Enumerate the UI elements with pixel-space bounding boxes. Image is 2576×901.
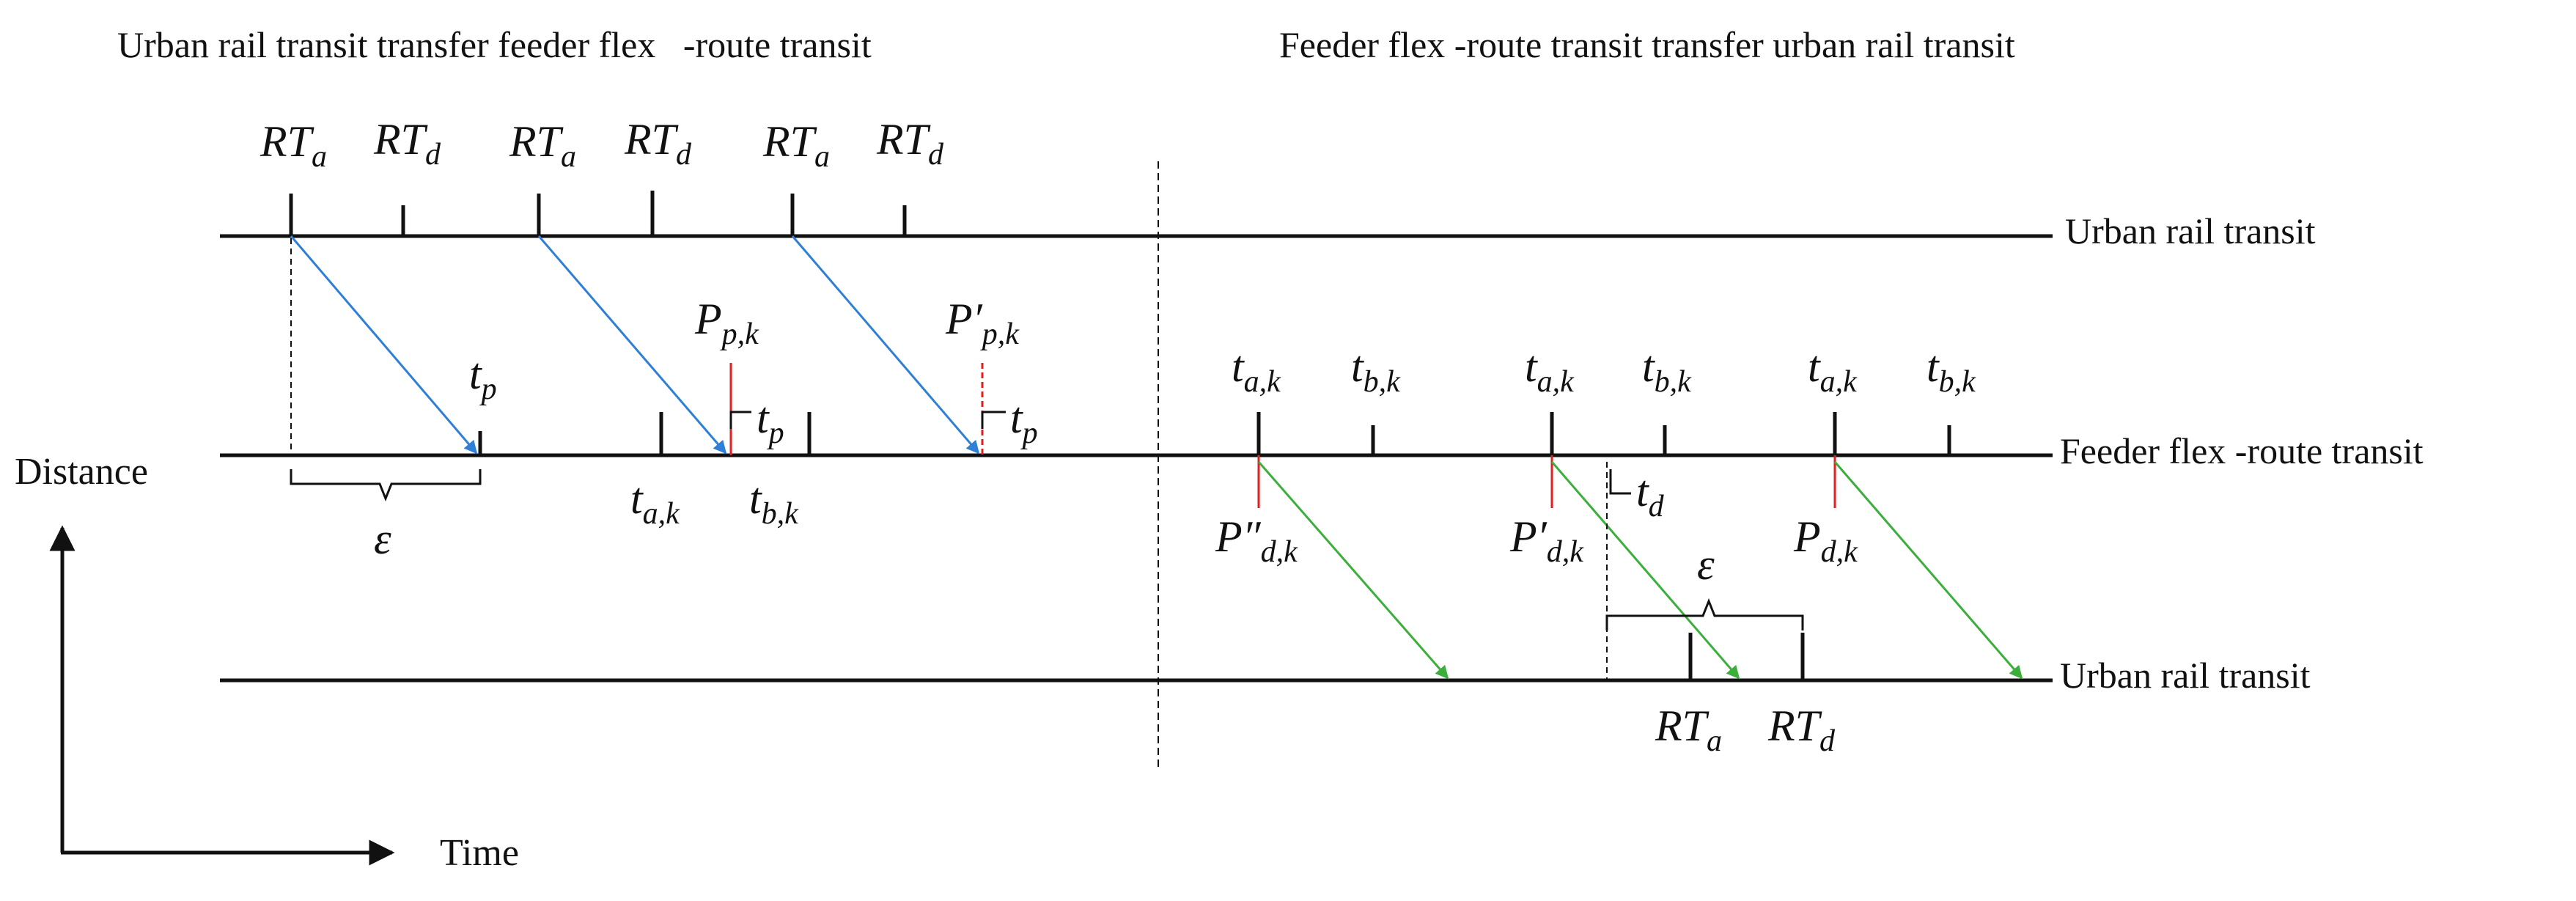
rt-d-label-bottom: RTd bbox=[1767, 702, 1836, 758]
tp-label-1: tp bbox=[469, 350, 497, 406]
epsilon-brace-left bbox=[290, 469, 482, 502]
p-pk-label: Pp,k bbox=[694, 295, 759, 351]
rt-d-label-2: RTd bbox=[624, 115, 692, 172]
lane-label-middle: Feeder flex -route transit bbox=[2060, 430, 2424, 471]
y-axis-label: Distance bbox=[15, 451, 148, 493]
lane-label-bottom: Urban rail transit bbox=[2060, 655, 2311, 696]
top-rail-ticks bbox=[289, 191, 907, 236]
tbk-label-r3: tb,k bbox=[1927, 342, 1976, 399]
tak-label-left: ta,k bbox=[630, 474, 680, 531]
dropoff-arrows bbox=[1257, 461, 2023, 680]
x-axis-label: Time bbox=[440, 832, 519, 874]
lane-label-top: Urban rail transit bbox=[2065, 210, 2316, 251]
dropoff-markers bbox=[1257, 455, 1836, 508]
td-label: td bbox=[1636, 467, 1665, 523]
rt-a-label-bottom: RTa bbox=[1655, 702, 1722, 758]
pickup-arrows bbox=[290, 235, 980, 455]
tak-label-r1: ta,k bbox=[1232, 342, 1281, 399]
tak-label-r3: ta,k bbox=[1808, 342, 1858, 399]
tp-bracket-2 bbox=[981, 411, 1006, 429]
rt-a-label-1: RTa bbox=[260, 117, 327, 174]
rt-a-label-2: RTa bbox=[509, 117, 576, 174]
td-bracket bbox=[1609, 469, 1631, 495]
tp-label-3: tp bbox=[1010, 394, 1038, 450]
tbk-label-r1: tb,k bbox=[1351, 342, 1401, 399]
rt-d-label-1: RTd bbox=[373, 115, 441, 172]
p-prime-dk-label: P′d,k bbox=[1509, 512, 1584, 569]
p-prime-pk-label: P′p,k bbox=[945, 295, 1020, 351]
bottom-rail-ticks bbox=[1688, 633, 1805, 680]
tbk-label-left: tb,k bbox=[749, 474, 799, 531]
epsilon-label-left: ε bbox=[374, 515, 391, 563]
tak-label-r2: ta,k bbox=[1525, 342, 1575, 399]
feeder-ticks-left bbox=[478, 412, 812, 455]
epsilon-label-right: ε bbox=[1697, 540, 1715, 589]
p-dk-label: Pd,k bbox=[1793, 512, 1858, 569]
title-right: Feeder flex -route transit transfer urba… bbox=[1279, 24, 2015, 65]
rt-d-label-3: RTd bbox=[876, 115, 944, 172]
epsilon-brace-right bbox=[1605, 597, 1804, 630]
title-left: Urban rail transit transfer feeder flex … bbox=[117, 24, 872, 65]
rt-a-label-3: RTa bbox=[762, 117, 830, 174]
tp-bracket-1 bbox=[729, 411, 751, 429]
feeder-ticks-right bbox=[1256, 412, 1951, 455]
p-dprime-dk-label: P″d,k bbox=[1215, 512, 1298, 569]
tp-label-2: tp bbox=[757, 394, 784, 450]
tbk-label-r2: tb,k bbox=[1642, 342, 1692, 399]
